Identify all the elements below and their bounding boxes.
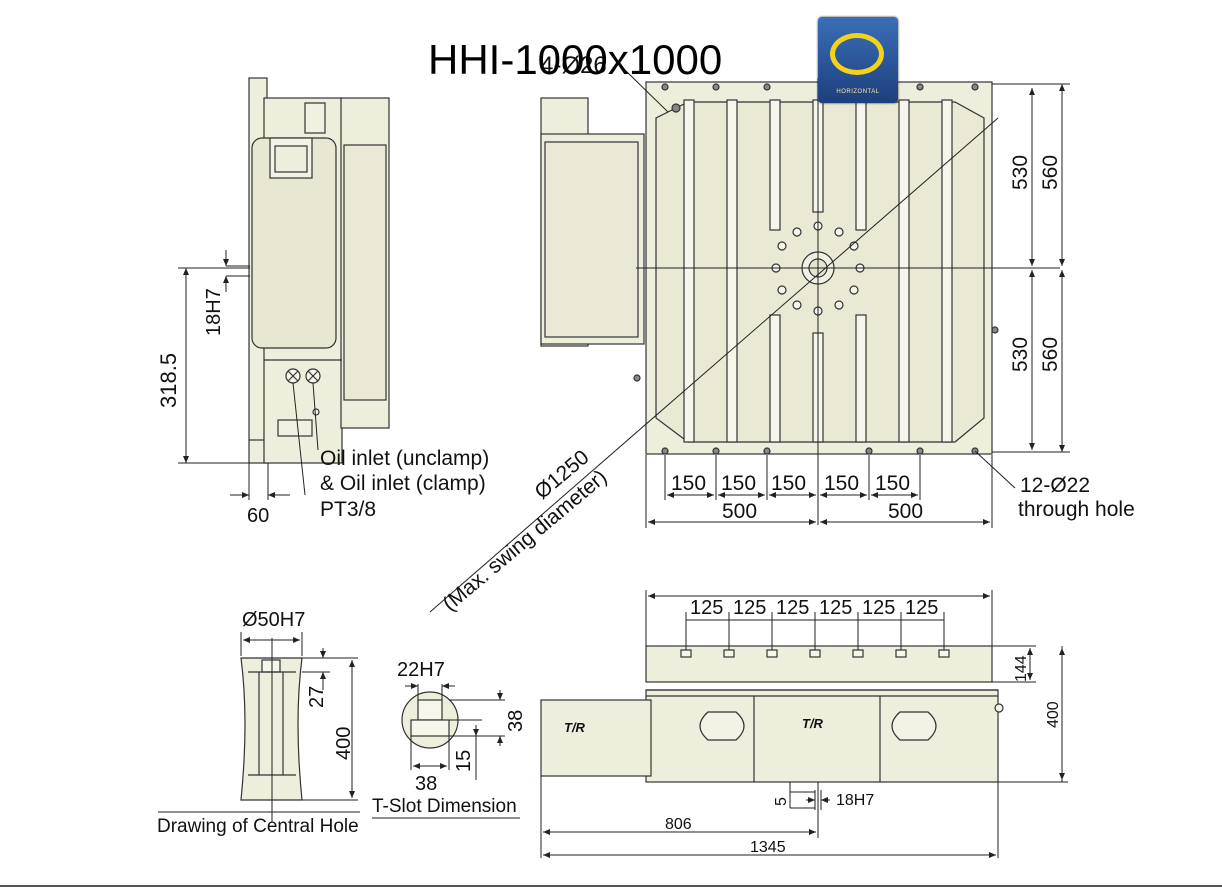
dim-18h7-side: 18H7 [203, 288, 225, 336]
dim-150-1: 150 [671, 472, 706, 495]
caption-tslot: T-Slot Dimension [372, 796, 517, 817]
dim-806: 806 [665, 816, 692, 833]
dim-27: 27 [306, 686, 328, 708]
side-view [248, 77, 390, 464]
side-view-dimensions [178, 250, 319, 500]
central-hole-dimensions [158, 632, 360, 822]
logo-tr-center: T/R [802, 716, 824, 731]
dim-500-left: 500 [722, 500, 757, 523]
callout-oil-unclamp: Oil inlet (unclamp) [320, 447, 489, 470]
dim-400-front: 400 [1045, 701, 1062, 728]
dim-60: 60 [247, 505, 269, 527]
logo-tr-left: T/R [564, 720, 586, 735]
rotation-arrow-icon [830, 33, 884, 75]
callout-pt38: PT3/8 [320, 498, 376, 521]
dim-125-2: 125 [733, 597, 766, 619]
dim-150-4: 150 [824, 472, 859, 495]
dim-1345: 1345 [750, 839, 786, 856]
dim-144: 144 [1013, 655, 1030, 682]
tslot-dimensions [372, 683, 520, 819]
dim-18h7-front: 18H7 [836, 792, 874, 809]
dim-150-2: 150 [721, 472, 756, 495]
holes-through: through hole [1018, 498, 1135, 521]
dim-50h7: Ø50H7 [242, 609, 305, 631]
badge-label: HORIZONTAL [836, 89, 880, 95]
dim-150-3: 150 [771, 472, 806, 495]
dim-400-central: 400 [333, 727, 355, 760]
dim-4-26-holes: 4-Ø26 [540, 52, 607, 79]
callout-oil-clamp: & Oil inlet (clamp) [320, 472, 486, 495]
dim-560-lower: 560 [1039, 337, 1062, 372]
dim-5: 5 [773, 797, 790, 806]
top-view-dimensions [429, 69, 1070, 613]
dim-15: 15 [453, 750, 475, 772]
front-view-dimensions [540, 590, 1068, 858]
dim-38-side: 38 [505, 710, 527, 732]
page-title: HHI-1000x1000 [428, 36, 723, 83]
dim-500-right: 500 [888, 500, 923, 523]
dim-125-1: 125 [690, 597, 723, 619]
dim-560-upper: 560 [1039, 155, 1062, 190]
bottom-rule [0, 885, 1222, 887]
front-oval-left [699, 711, 745, 741]
pitch-125-labels: 125 125 125 125 125 125 [690, 597, 938, 619]
pitch-150-labels: 150 150 150 150 150 [671, 472, 910, 495]
dim-530-upper: 530 [1009, 155, 1032, 190]
front-view [540, 645, 1004, 783]
holes-12-22: 12-Ø22 [1020, 474, 1090, 497]
horizontal-badge: HORIZONTAL [818, 17, 898, 103]
bolt-circle [771, 221, 865, 316]
front-oval-right [891, 711, 937, 741]
dim-22h7: 22H7 [397, 659, 445, 681]
dim-38-bottom: 38 [415, 773, 437, 795]
dim-125-4: 125 [819, 597, 852, 619]
dim-125-3: 125 [776, 597, 809, 619]
dim-530-lower: 530 [1009, 337, 1032, 372]
caption-central-hole: Drawing of Central Hole [157, 816, 359, 837]
dim-125-6: 125 [905, 597, 938, 619]
dim-150-5: 150 [875, 472, 910, 495]
dim-125-5: 125 [862, 597, 895, 619]
dim-318-5: 318.5 [156, 353, 181, 408]
